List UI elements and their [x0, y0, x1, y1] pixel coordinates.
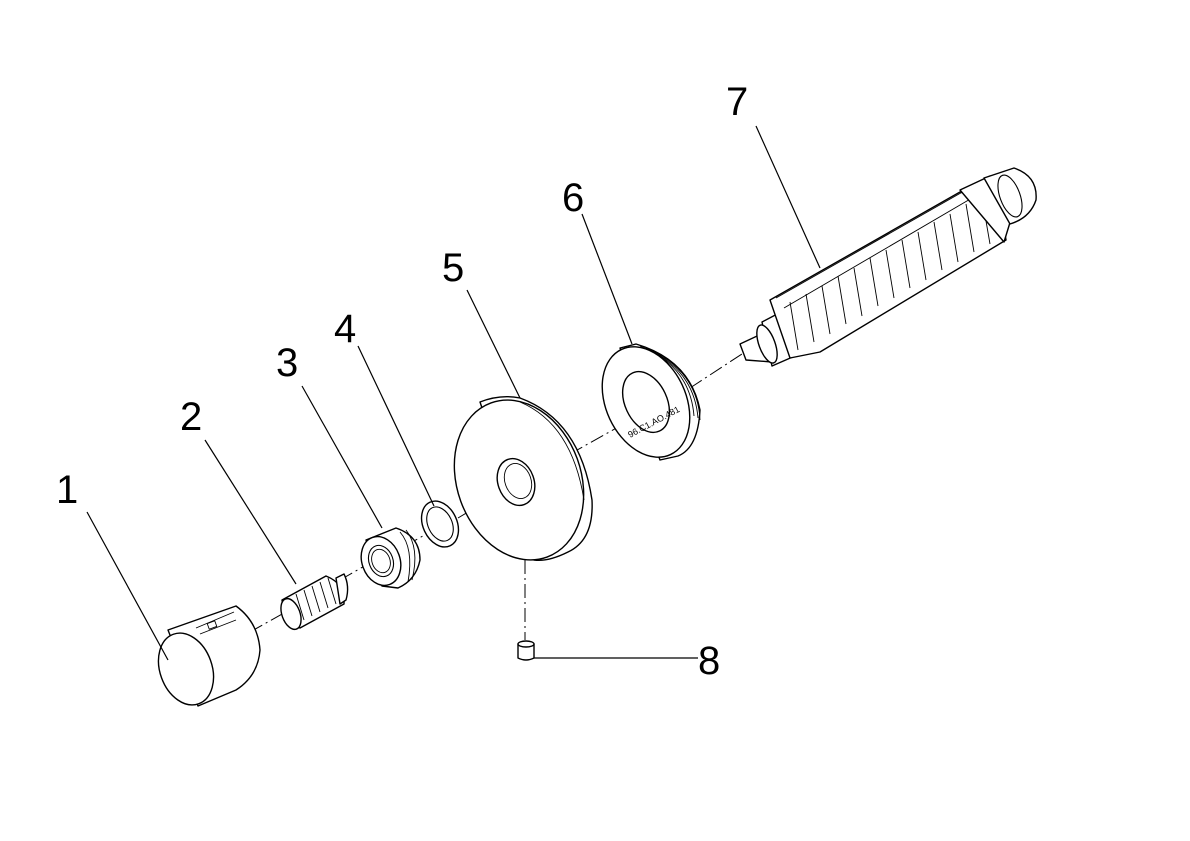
- part-8-pin: [517, 640, 535, 661]
- leader-1: [86, 511, 169, 661]
- part-6-collar-ring: 96.C1.AO.481: [601, 343, 701, 461]
- assembly-axis: [249, 351, 746, 640]
- part-7-cartridge: [739, 167, 1037, 367]
- part-3-bushing: [360, 527, 421, 589]
- part-1-knob: [157, 605, 261, 707]
- leader-3: [301, 385, 383, 529]
- leader-5: [466, 289, 521, 399]
- callout-6: 6: [562, 176, 584, 220]
- part-5-cover-plate: [453, 395, 593, 562]
- callout-4: 4: [334, 307, 356, 351]
- callout-7: 7: [726, 80, 748, 124]
- leader-lines: [86, 125, 821, 661]
- leader-7: [755, 125, 821, 269]
- leader-2: [204, 439, 297, 585]
- callout-3: 3: [276, 341, 298, 385]
- callout-1: 1: [56, 468, 78, 512]
- callout-5: 5: [442, 246, 464, 290]
- leader-4: [357, 345, 435, 507]
- part-4-o-ring: [420, 500, 460, 548]
- callout-labels: 1 2 3 4 5 6 7 8: [56, 80, 748, 683]
- callout-2: 2: [180, 395, 202, 439]
- callout-8: 8: [698, 639, 720, 683]
- part-2-spline-adapter: [280, 573, 349, 631]
- leader-6: [581, 213, 633, 345]
